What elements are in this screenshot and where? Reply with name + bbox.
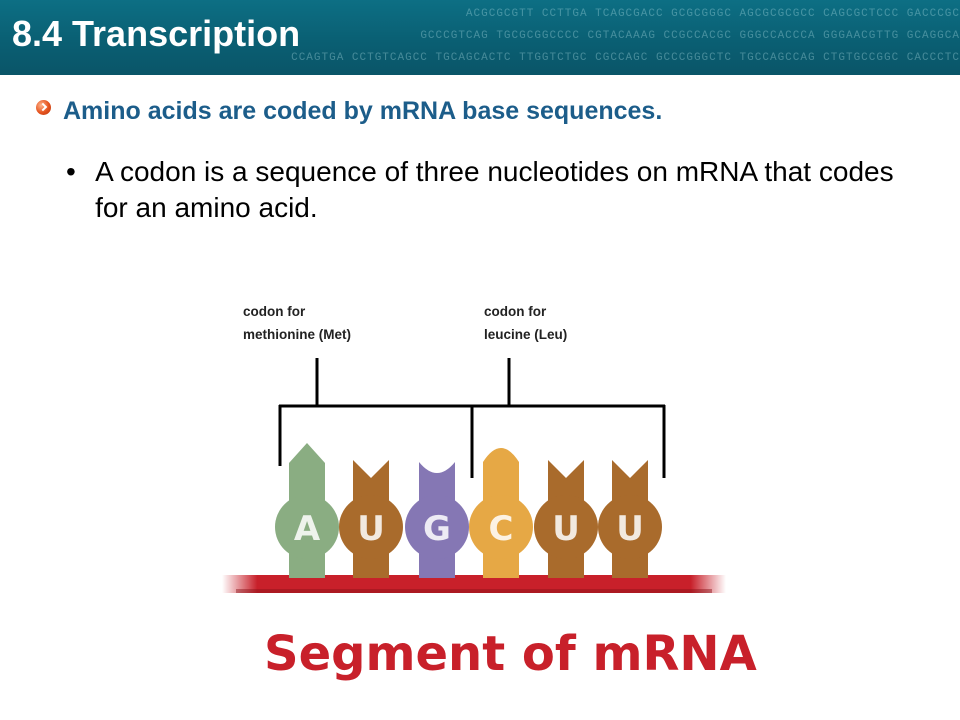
slide-title: 8.4 Transcription — [12, 13, 301, 54]
bullet-dot-icon: • — [66, 156, 76, 187]
dna-sequence-background: ACGCGCGTT CCTTGA TCAGCGACC GCGCGGGC AGCG… — [0, 0, 960, 75]
nucleotide-u: U — [598, 460, 662, 578]
codon-bracket-met — [278, 358, 474, 478]
codon-label-met-line1: codon for — [243, 304, 306, 319]
nucleotide-bases: A U G C U U — [275, 443, 662, 578]
codon-label-met-line2: methionine (Met) — [243, 327, 351, 342]
base-letter: A — [294, 509, 321, 549]
mrna-backbone — [222, 575, 726, 593]
codon-label-leu-line2: leucine (Leu) — [484, 327, 567, 342]
mrna-backbone-shadow — [236, 589, 712, 593]
sequence-line: ACGCGCGTT CCTTGA TCAGCGACC GCGCGGGC AGCG… — [465, 8, 960, 20]
base-letter: U — [552, 509, 580, 549]
nucleotide-c: C — [469, 448, 533, 578]
nucleotide-a: A — [275, 443, 339, 578]
bullet-point: • A codon is a sequence of three nucleot… — [66, 154, 926, 226]
sequence-line: CCAGTGA CCTGTCAGCC TGCAGCACTC TTGGTCTGC … — [291, 52, 960, 64]
orange-circle-checkmark-icon — [36, 99, 51, 115]
bullet-text: A codon is a sequence of three nucleotid… — [95, 156, 894, 223]
codon-bracket-leu — [471, 358, 666, 478]
sequence-line: GCCCGTCAG TGCGCGGCCCC CGTACAAAG CCGCCACG… — [420, 30, 960, 42]
base-letter: G — [423, 509, 451, 549]
nucleotide-g: G — [405, 462, 469, 578]
base-letter: U — [357, 509, 385, 549]
nucleotide-u: U — [534, 460, 598, 578]
segment-of-mrna-title: Segment of mRNA — [264, 626, 757, 682]
base-letter: U — [616, 509, 644, 549]
subheading-row: Amino acids are coded by mRNA base seque… — [36, 95, 662, 127]
base-letter: C — [489, 509, 514, 549]
subheading: Amino acids are coded by mRNA base seque… — [63, 96, 663, 125]
slide-header: ACGCGCGTT CCTTGA TCAGCGACC GCGCGGGC AGCG… — [0, 0, 960, 75]
nucleotide-u: U — [339, 460, 403, 578]
codon-label-leu-line1: codon for — [484, 304, 547, 319]
